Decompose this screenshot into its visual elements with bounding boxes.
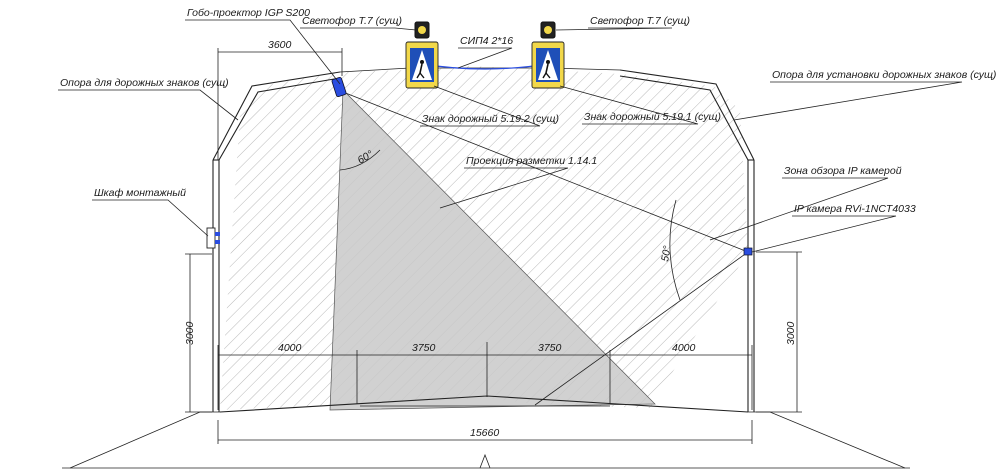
mounting-cabinet: [206, 227, 220, 249]
traffic-light-right: [540, 21, 556, 39]
slope-left: [69, 411, 220, 469]
sip-cable-label: СИП4 2*16: [460, 35, 513, 47]
angle-camera-label: 50°: [659, 245, 674, 263]
ip-camera: [743, 247, 753, 256]
cabinet-label: Шкаф монтажный: [94, 187, 186, 199]
dim-seg2: 3750: [412, 342, 436, 354]
sign-left-label: Знак дорожный 5.19.2 (сущ): [422, 113, 559, 125]
dimension-lines: [185, 48, 802, 444]
projection-label: Проекция разметки 1.14.1: [466, 155, 597, 167]
gobo-projector: [331, 77, 347, 97]
dim-seg1: 4000: [278, 342, 302, 354]
left-pole-label: Опора для дорожных знаков (сущ): [60, 77, 229, 89]
dim-seg3: 3750: [538, 342, 562, 354]
top-beam: [339, 67, 621, 73]
camera-cone-upper: [342, 91, 749, 253]
dim-total: 15660: [470, 427, 499, 439]
right-sign-pole: [619, 69, 755, 412]
slope-right: [748, 411, 906, 469]
camera-cone-lower: [534, 251, 749, 406]
dim-height-left: 3000: [184, 321, 196, 345]
ip-camera-label: IP камера RVi-1NCT4033: [794, 203, 916, 215]
leader-lines: [58, 19, 963, 253]
projector-angle-arc: [339, 149, 381, 171]
left-sign-pole: [212, 71, 341, 412]
sign-right-label: Знак дорожный 5.19.1 (сущ): [584, 111, 721, 123]
right-pole-label: Опора для установки дорожных знаков (сущ…: [772, 69, 996, 81]
dim-top-offset: 3600: [268, 39, 292, 51]
camera-zone-label: Зона обзора IP камерой: [784, 165, 902, 177]
traffic-light-left: [414, 21, 430, 39]
road-sign-right: [531, 41, 565, 89]
traffic-light-right-label: Светофор Т.7 (сущ): [590, 15, 690, 27]
road-sign-left: [405, 41, 439, 89]
dim-height-right: 3000: [785, 321, 797, 345]
axis-mark: [479, 453, 491, 469]
gobo-projector-label: Гобо-проектор IGP S200: [187, 7, 310, 19]
dim-seg4: 4000: [672, 342, 696, 354]
traffic-light-left-label: Светофор Т.7 (сущ): [302, 15, 402, 27]
camera-angle-arc: [669, 199, 681, 301]
